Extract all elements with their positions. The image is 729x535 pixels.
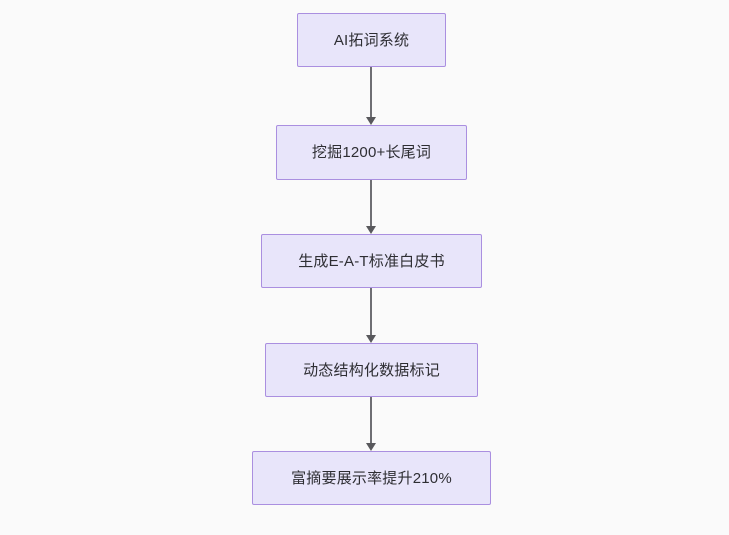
flow-node-4[interactable]: 动态结构化数据标记: [265, 343, 478, 397]
flow-node-2[interactable]: 挖掘1200+长尾词: [276, 125, 467, 180]
flow-edge-4: [366, 397, 376, 451]
flow-edge-2: [366, 180, 376, 234]
flow-edge-3: [366, 288, 376, 343]
flow-edge-1-arrowhead: [366, 117, 376, 125]
flow-edge-2-line: [370, 180, 372, 227]
flow-edge-1-line: [370, 67, 372, 118]
flow-edge-1: [366, 67, 376, 125]
flow-edge-2-arrowhead: [366, 226, 376, 234]
flow-edge-4-arrowhead: [366, 443, 376, 451]
flow-node-2-label: 挖掘1200+长尾词: [311, 144, 432, 161]
flow-node-5[interactable]: 富摘要展示率提升210%: [252, 451, 491, 505]
flow-edge-3-line: [370, 288, 372, 336]
flow-node-3-label: 生成E-A-T标准白皮书: [298, 252, 445, 270]
flow-edge-3-arrowhead: [366, 335, 376, 343]
flow-edge-4-line: [370, 397, 372, 444]
flow-node-5-label: 富摘要展示率提升210%: [291, 469, 452, 487]
flow-node-3[interactable]: 生成E-A-T标准白皮书: [261, 234, 482, 288]
flow-node-4-label: 动态结构化数据标记: [303, 361, 440, 379]
flow-node-1[interactable]: AI拓词系统: [297, 13, 446, 67]
flow-node-1-label: AI拓词系统: [333, 31, 410, 49]
